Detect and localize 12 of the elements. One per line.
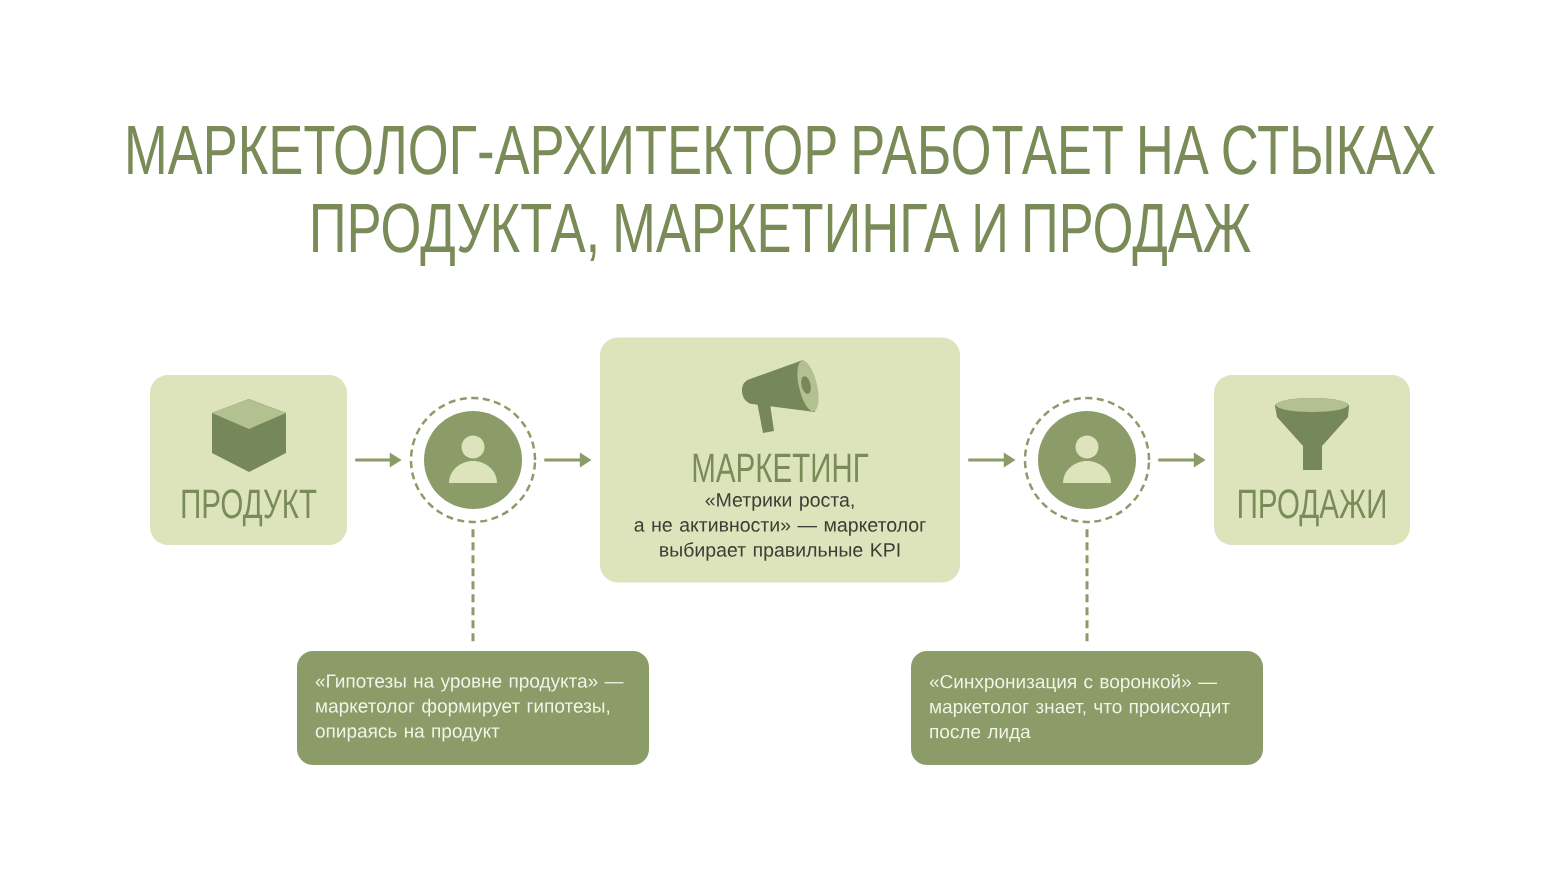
leader-line (1085, 529, 1089, 643)
card-heading: МАРКЕТИНГ (693, 453, 869, 482)
note-box: «Гипотезы на уровне продукта» — маркетолог формирует гипотезы, опираясь на продукт (297, 651, 649, 765)
leader-line (471, 529, 475, 643)
card-heading: ПРОДАЖИ (1239, 489, 1385, 527)
category-card (150, 375, 347, 545)
note-box: «Синхронизация с воронкой» — маркетолог знает, что происходит после лида (911, 651, 1263, 765)
title: МАРКЕТОЛОГ-АРХИТЕКТОР РАБОТАЕТ НА СТЫКАХ ПРОДУКТА, МАРКЕТИНГА И ПРОДАЖ (128, 125, 1436, 266)
card-text: «Метрики роста, а не активности» — маркетолог выбирает правильные KPI (634, 493, 926, 561)
card-heading: ПРОДУКТ (182, 489, 317, 527)
category-card (1214, 375, 1410, 545)
category-card (600, 337, 960, 583)
